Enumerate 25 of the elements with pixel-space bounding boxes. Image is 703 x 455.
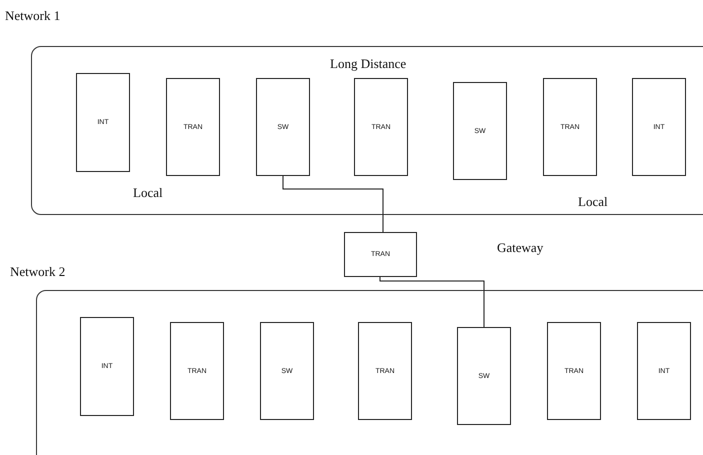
connector-line <box>380 276 484 328</box>
network-heading: Network 2 <box>10 264 66 280</box>
equipment-box <box>256 78 310 176</box>
equipment-box <box>547 322 601 420</box>
equipment-box <box>260 322 314 420</box>
equipment-box <box>457 327 511 425</box>
equipment-box <box>453 82 507 180</box>
equipment-box <box>80 317 134 416</box>
network-heading: Network 1 <box>5 8 60 24</box>
equipment-box <box>170 322 224 420</box>
equipment-box <box>358 322 412 420</box>
area-label: Local <box>578 194 608 210</box>
equipment-box <box>354 78 408 176</box>
network-frame <box>36 290 703 455</box>
equipment-box <box>76 73 130 172</box>
equipment-box <box>637 322 691 420</box>
area-label: Gateway <box>497 240 544 256</box>
area-label: Local <box>133 185 163 201</box>
network-frame <box>31 46 703 215</box>
equipment-box <box>632 78 686 176</box>
area-label: Long Distance <box>330 56 406 72</box>
equipment-box <box>344 232 417 277</box>
equipment-box <box>543 78 597 176</box>
equipment-box <box>166 78 220 176</box>
connector-line <box>282 176 384 232</box>
